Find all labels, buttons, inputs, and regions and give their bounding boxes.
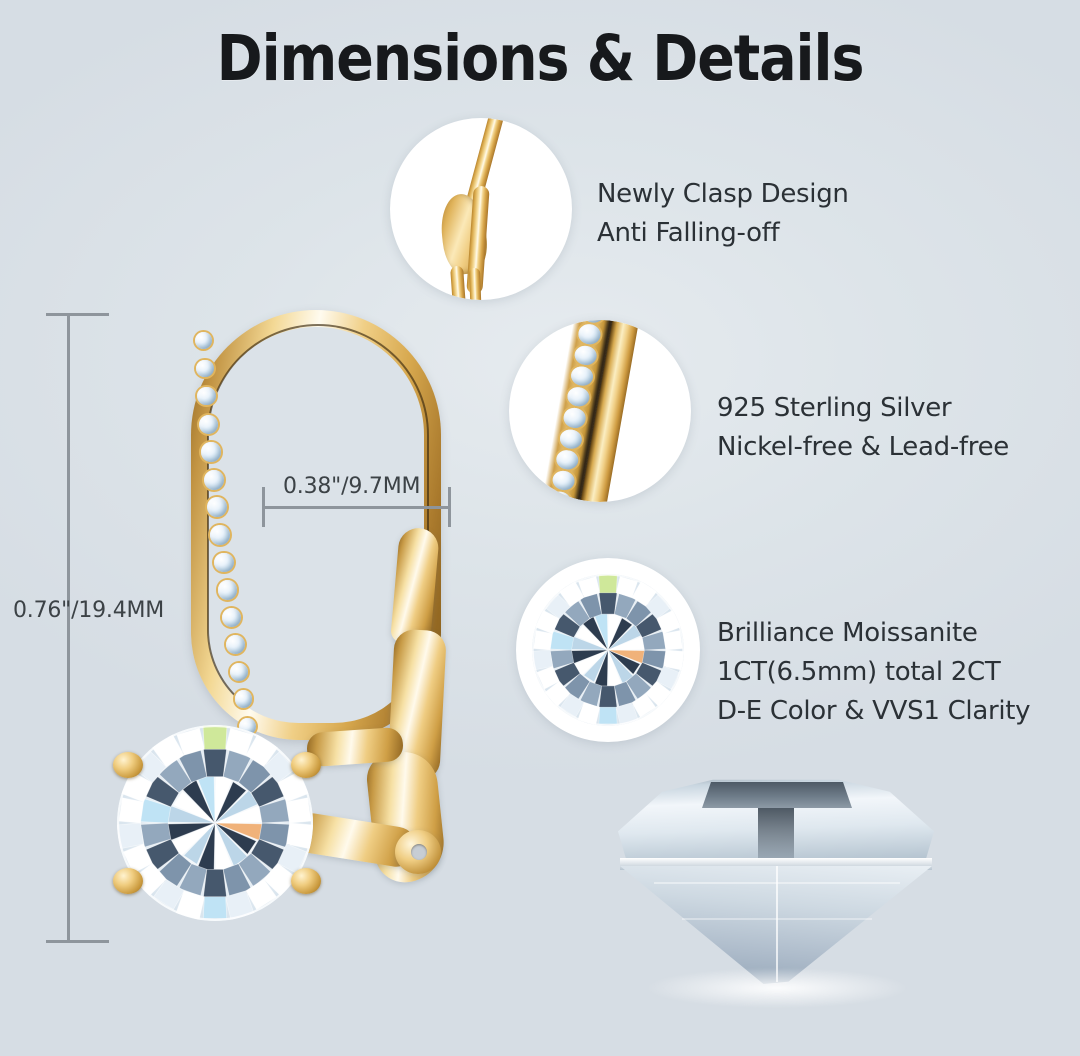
prong-bottom-left: [113, 868, 143, 894]
pave-stone: [221, 607, 241, 627]
facet: [214, 822, 257, 855]
feature-silver-line-2: Nickel-free & Lead-free: [717, 432, 1009, 462]
facet: [214, 781, 247, 824]
pave-stone: [210, 525, 231, 545]
feature-clasp-text: Newly Clasp Design Anti Falling-off: [597, 175, 849, 253]
prong-top-right: [291, 752, 321, 778]
facet: [575, 625, 609, 651]
facet: [118, 797, 144, 824]
facet: [607, 617, 633, 651]
facet: [202, 725, 228, 750]
pave-stone: [206, 497, 227, 518]
leverback-hook-hole: [411, 844, 427, 860]
facet: [202, 747, 228, 778]
clasp-closeup-icon: [390, 118, 572, 300]
feature-moissanite-line-1: Brilliance Moissanite: [717, 618, 978, 648]
facet: [656, 665, 680, 690]
facet: [183, 822, 216, 865]
width-dimension-cap-left: [262, 487, 265, 527]
moissanite-facets: [532, 574, 684, 726]
diamond-facet-line-lower: [682, 918, 872, 920]
pave-stone: [213, 552, 234, 573]
moissanite-closeup-image: [516, 558, 700, 742]
pave-stone: [576, 322, 602, 346]
earring-illustration: [95, 300, 515, 960]
center-moissanite-stone: [117, 725, 313, 921]
facet: [286, 797, 312, 824]
facet: [173, 791, 216, 824]
pave-stone: [204, 469, 224, 490]
height-dimension-line: [67, 315, 70, 943]
facet: [533, 630, 553, 651]
feature-clasp-line-1: Newly Clasp Design: [597, 179, 849, 209]
pave-stone: [554, 448, 580, 472]
diamond-dark-facet-a: [758, 808, 794, 860]
prong-top-left: [113, 752, 143, 778]
diamond-table-facet: [702, 782, 852, 808]
diamond-facet-line-upper: [654, 882, 900, 884]
facet: [598, 591, 618, 615]
diamond-surface-reflection: [604, 964, 950, 1024]
earring-hoop-inner-line: [207, 324, 429, 724]
facet: [202, 896, 228, 919]
pave-stone: [197, 387, 216, 406]
feature-silver-text: 925 Sterling Silver Nickel-free & Lead-f…: [717, 389, 1009, 467]
pave-stone: [195, 332, 213, 349]
height-dimension-label: 0.76"/19.4MM: [13, 598, 165, 623]
facet: [202, 868, 228, 899]
pave-stone: [562, 406, 588, 430]
pave-stone: [547, 490, 573, 502]
facet: [598, 706, 618, 725]
pave-stone: [558, 427, 584, 451]
feature-moissanite-line-2: 1CT(6.5mm) total 2CT: [717, 657, 1001, 687]
facet: [536, 665, 560, 690]
moissanite-top-view: [532, 574, 684, 726]
pave-stone: [230, 662, 249, 682]
diamond-side-view: [604, 778, 950, 1024]
facet: [631, 693, 657, 718]
facet: [607, 649, 641, 675]
width-dimension-line: [263, 506, 451, 509]
width-dimension-cap-right: [448, 487, 451, 527]
pave-stone: [551, 469, 577, 493]
pave-stone: [234, 690, 253, 709]
pave-stone: [565, 385, 591, 409]
moissanite-closeup-icon: [516, 558, 700, 742]
earring-pave-row: [183, 326, 303, 746]
pave-band-closeup-icon: [509, 320, 691, 502]
pave-stone: [196, 359, 214, 378]
feature-moissanite-line-3: D-E Color & VVS1 Clarity: [717, 696, 1031, 726]
clasp-hook-right: [469, 267, 482, 300]
prong-bottom-right: [291, 868, 321, 894]
feature-silver-line-1: 925 Sterling Silver: [717, 393, 952, 423]
height-dimension-cap-top: [46, 313, 109, 316]
clasp-closeup-image: [390, 118, 572, 300]
feature-moissanite-text: Brilliance Moissanite 1CT(6.5mm) total 2…: [717, 614, 1031, 731]
brilliant-facet-pattern: [117, 725, 313, 921]
facet: [615, 576, 638, 598]
stone-rim: [532, 574, 684, 726]
pave-stone: [573, 343, 599, 367]
facet: [583, 649, 609, 683]
page-title: Dimensions & Details: [216, 22, 865, 95]
height-dimension-cap-bottom: [46, 940, 109, 943]
pave-stone: [199, 414, 219, 434]
feature-clasp-line-2: Anti Falling-off: [597, 218, 780, 248]
stone-facets: [117, 725, 313, 921]
diamond-facet-line-center: [776, 866, 778, 982]
pave-band-closeup-image: [509, 320, 691, 502]
facet: [598, 574, 618, 594]
pave-stone: [225, 635, 245, 655]
pave-stone: [569, 364, 595, 388]
pave-stone: [217, 580, 238, 600]
pave-stone: [201, 442, 221, 462]
brilliant-facet-pattern: [532, 574, 684, 726]
facet: [663, 630, 683, 651]
stone-rim: [117, 725, 313, 921]
facet: [598, 685, 618, 709]
width-dimension-label: 0.38"/9.7MM: [283, 474, 421, 499]
